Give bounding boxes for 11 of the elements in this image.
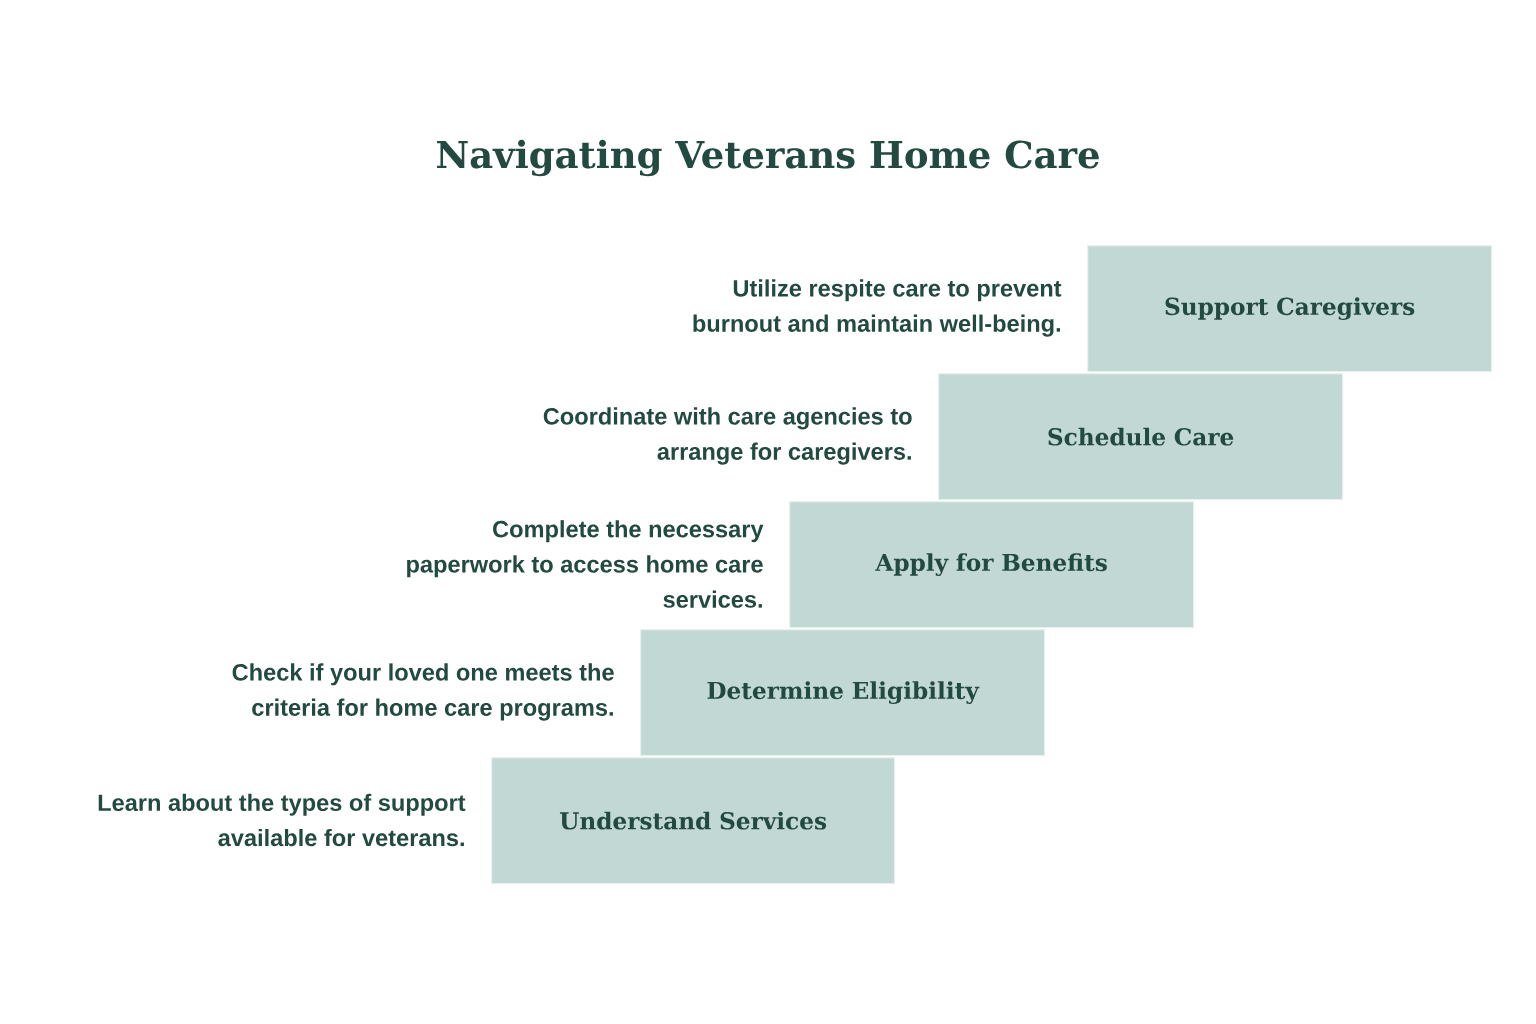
description-text: Coordinate with care agencies to arrange for caregivers. <box>543 407 912 465</box>
step-box: Apply for Benefits <box>789 501 1195 629</box>
step-box: Support Caregivers <box>1087 245 1493 373</box>
description-text: Utilize respite care to prevent burnout and maintain well-being. <box>693 279 1062 337</box>
description-text: Check if your loved one meets the criteria for home care programs. <box>232 663 614 721</box>
step-box: Determine Eligibility <box>640 629 1046 757</box>
description-text: Complete the necessary paperwork to access home care services. <box>407 520 764 608</box>
title: Navigating Veterans Home Care <box>437 139 1099 177</box>
step-box: Understand Services <box>491 757 896 885</box>
step-box: Schedule Care <box>938 373 1344 501</box>
description-text: Learn about the types of support available for veterans. <box>98 793 466 847</box>
